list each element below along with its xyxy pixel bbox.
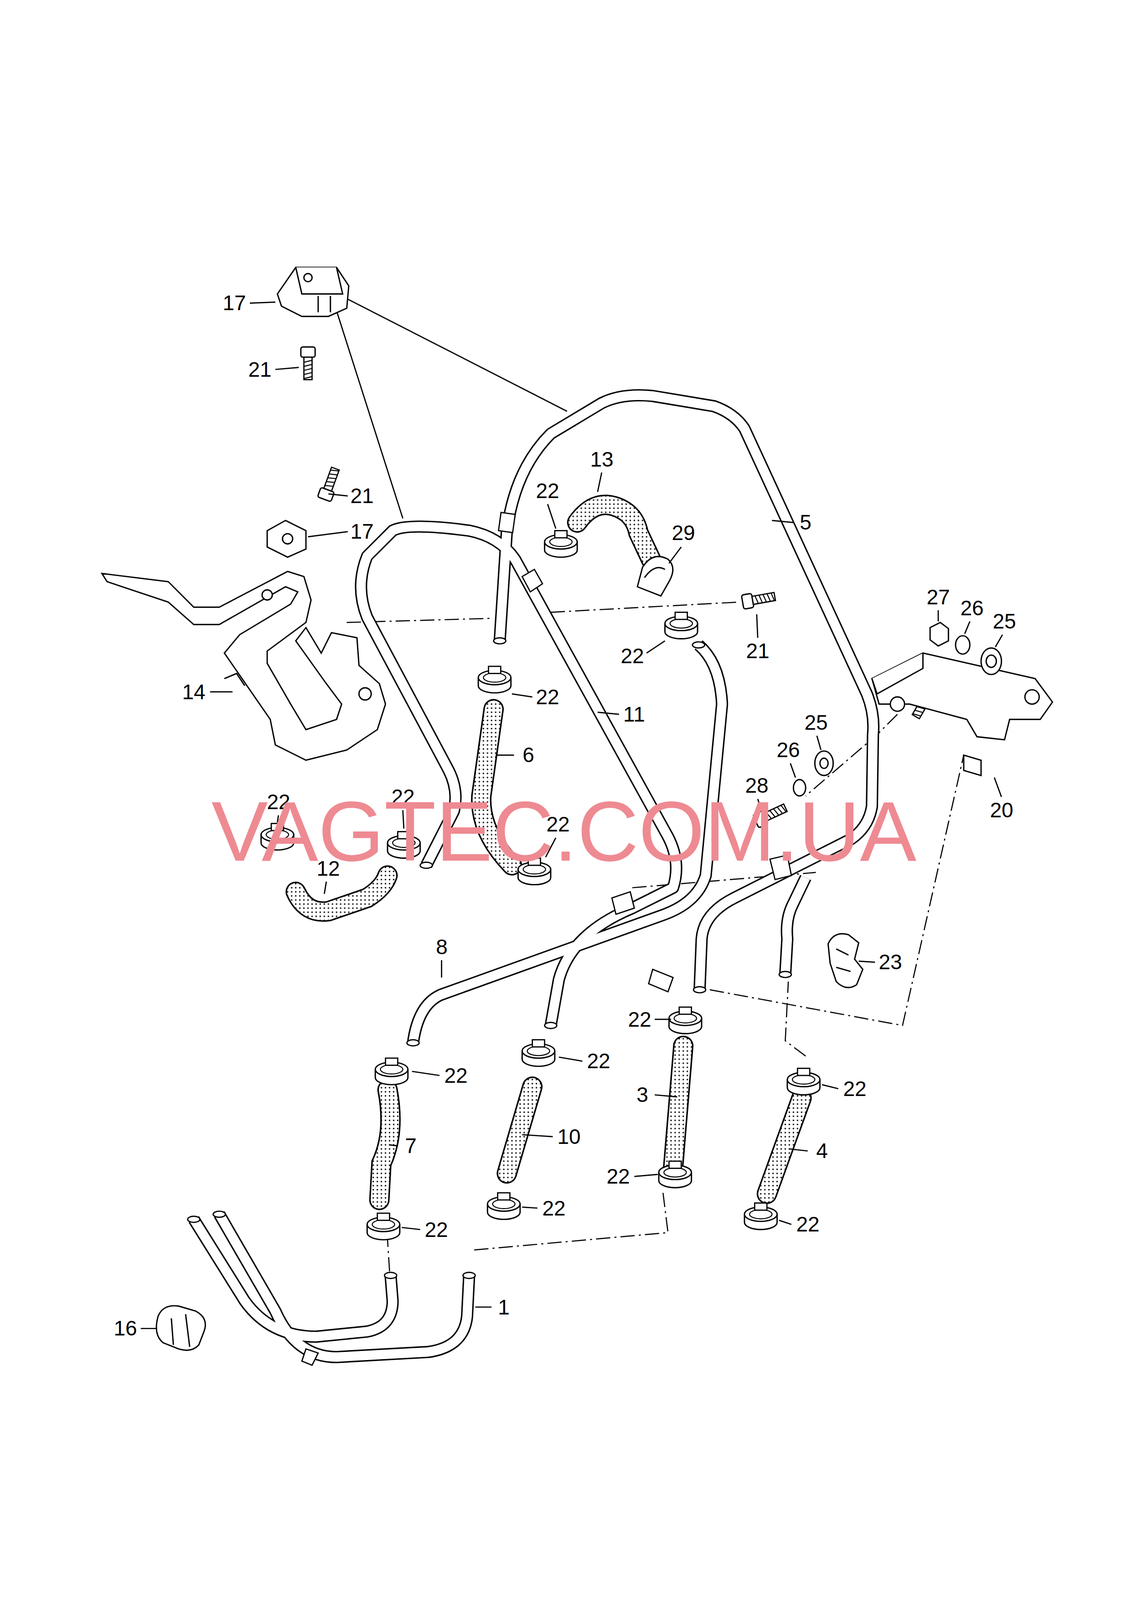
callout-number: 17 [350, 520, 374, 542]
callout-number: 29 [671, 522, 695, 543]
callout-number: 22 [627, 1008, 652, 1030]
callout-number: 25 [804, 711, 828, 733]
callout-number: 21 [248, 358, 272, 380]
callout-number: 13 [589, 448, 614, 470]
callout-number: 21 [350, 485, 374, 507]
callout-number: 22 [606, 1165, 630, 1187]
callout-number: 27 [926, 586, 950, 608]
callout-number: 7 [404, 1134, 417, 1156]
callout-number: 26 [960, 597, 984, 619]
callout-number: 23 [878, 951, 902, 972]
callout-number: 22 [424, 1218, 448, 1240]
callout-number: 10 [557, 1125, 581, 1147]
callout-number: 22 [444, 1064, 468, 1086]
callout-number: 4 [816, 1139, 828, 1161]
callout-number: 6 [522, 744, 535, 766]
callout-number: 22 [535, 686, 559, 708]
callout-number: 22 [842, 1077, 867, 1099]
callout-number: 14 [181, 681, 206, 703]
callout-number: 25 [992, 610, 1016, 632]
callout-number: 5 [799, 511, 812, 533]
callout-number: 11 [623, 703, 646, 725]
callout-number: 17 [222, 292, 246, 314]
callout-number: 22 [542, 1197, 566, 1219]
callout-number: 26 [776, 739, 800, 760]
callout-number: 22 [535, 480, 559, 502]
callout-number: 22 [586, 1049, 610, 1071]
callout-number: 8 [435, 935, 448, 957]
callout-number: 3 [636, 1083, 649, 1105]
callout-number: 22 [796, 1213, 820, 1235]
callout-number: 16 [113, 1317, 137, 1339]
callout-number: 12 [316, 857, 340, 879]
callout-number: 21 [745, 640, 770, 662]
callout-number: 1 [497, 1296, 510, 1318]
callout-number: 20 [989, 799, 1014, 821]
callout-number: 22 [620, 645, 644, 667]
